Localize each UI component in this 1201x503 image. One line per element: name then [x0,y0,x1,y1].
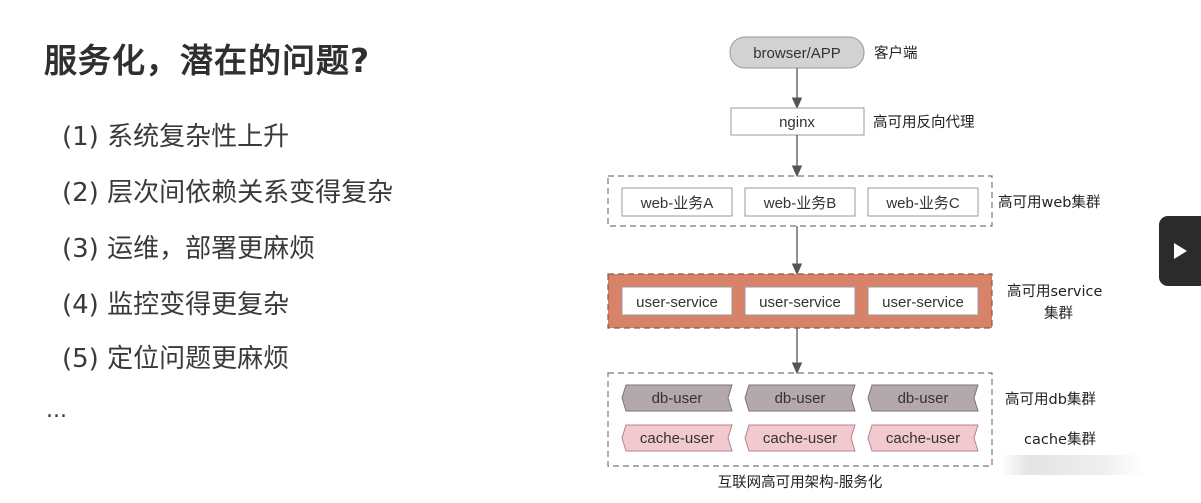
service-side-label-2: 集群 [1044,305,1073,322]
point-2: (2) 层次间依赖关系变得复杂 [62,178,394,208]
web-node-a [621,187,733,217]
service-node-1 [621,286,733,316]
web-node-b [744,187,856,217]
service-node-3 [867,286,979,316]
web-node-c-label: web-业务C [885,195,960,212]
db-node-3 [867,384,979,412]
cache-node-1-label: cache-user [640,430,714,447]
client-label: browser/APP [753,45,841,62]
cache-node-3-label: cache-user [886,430,960,447]
point-5: (5) 定位问题更麻烦 [62,344,290,374]
db-side-label: 高可用db集群 [1005,391,1096,408]
proxy-side-label: 高可用反向代理 [873,114,975,131]
proxy-node [730,107,865,136]
play-icon [1174,243,1187,259]
db-node-3-label: db-user [898,390,949,407]
diagram-caption: 互联网高可用架构-服务化 [718,474,883,491]
play-button[interactable] [1159,216,1201,286]
point-3: (3) 运维，部署更麻烦 [62,234,316,264]
service-node-3-label: user-service [882,294,964,311]
point-4: (4) 监控变得更复杂 [62,290,290,320]
cache-node-1 [621,424,733,452]
web-node-c [867,187,979,217]
ellipsis: ... [46,398,67,423]
cache-node-2 [744,424,856,452]
data-cluster [607,372,993,467]
service-side-label-1: 高可用service [1007,283,1103,300]
service-node-2 [744,286,856,316]
db-node-1 [621,384,733,412]
web-cluster [607,175,993,227]
slide-title: 服务化，潜在的问题? [44,41,371,80]
proxy-label: nginx [779,114,815,131]
service-node-1-label: user-service [636,294,718,311]
web-node-a-label: web-业务A [640,195,714,212]
client-side-label: 客户端 [874,45,918,62]
watermark-blur [1000,455,1145,475]
cache-node-3 [867,424,979,452]
db-node-2-label: db-user [775,390,826,407]
db-node-1-label: db-user [652,390,703,407]
web-side-label: 高可用web集群 [998,194,1100,211]
point-1: (1) 系统复杂性上升 [62,122,290,152]
web-node-b-label: web-业务B [763,195,837,212]
cache-node-2-label: cache-user [763,430,837,447]
cache-side-label: cache集群 [1024,431,1096,448]
db-node-2 [744,384,856,412]
service-node-2-label: user-service [759,294,841,311]
